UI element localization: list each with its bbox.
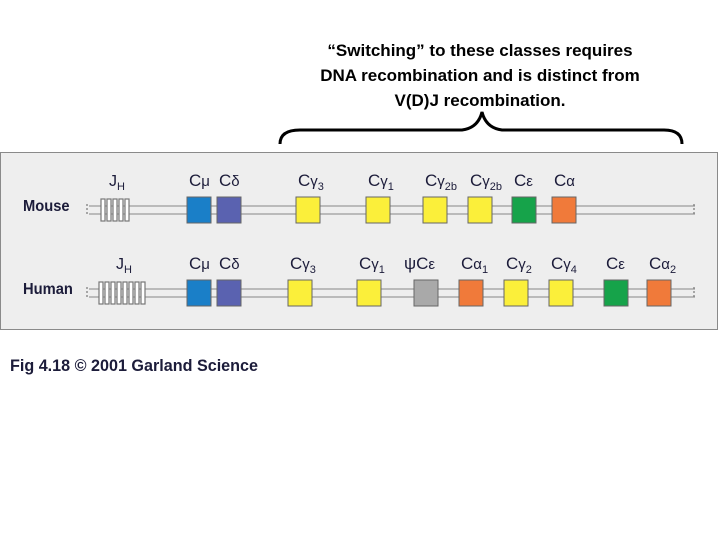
human-gene-box xyxy=(458,279,484,307)
jh-segment xyxy=(118,198,124,222)
human-gene-box xyxy=(216,279,242,307)
mouse-gene-label: Cε xyxy=(514,171,533,190)
human-gene-label: Cδ xyxy=(219,254,240,273)
mouse-locus: JH Cμ Cδ Cγ3 Cγ1 Cγ2b Cγ2b Cε Cα xyxy=(86,171,695,224)
mouse-gene-label: Cδ xyxy=(219,171,240,190)
human-row-label: Human xyxy=(23,281,73,298)
human-gene-box xyxy=(646,279,672,307)
human-gene-label: ψCε xyxy=(404,254,435,273)
jh-segment xyxy=(98,281,104,305)
mouse-gene-label: Cγ2b xyxy=(425,171,457,193)
mouse-gene-box xyxy=(422,196,448,224)
callout-line-1: “Switching” to these classes requires xyxy=(327,41,633,60)
jh-segment xyxy=(106,198,112,222)
human-gene-box xyxy=(287,279,313,307)
human-gene-box xyxy=(503,279,529,307)
jh-segment xyxy=(112,198,118,222)
mouse-gene-box xyxy=(186,196,212,224)
jh-segment xyxy=(110,281,116,305)
callout-text: “Switching” to these classes requires DN… xyxy=(280,38,680,113)
mouse-gene-box xyxy=(511,196,537,224)
human-gene-label: Cα1 xyxy=(461,254,488,276)
jh-segment xyxy=(128,281,134,305)
mouse-gene-label: Cα xyxy=(554,171,575,190)
human-jh-segments xyxy=(98,281,146,305)
human-gene-label: Cγ2 xyxy=(506,254,532,276)
human-locus: JH Cμ Cδ Cγ3 Cγ1 ψCε Cα1 Cγ2 Cγ4 Cε Cα2 xyxy=(86,254,695,307)
human-gene-box xyxy=(356,279,382,307)
jh-segment xyxy=(104,281,110,305)
mouse-gene-box xyxy=(216,196,242,224)
mouse-gene-box xyxy=(365,196,391,224)
mouse-gene-box xyxy=(551,196,577,224)
human-gene-label: Cα2 xyxy=(649,254,676,276)
human-gene-box xyxy=(548,279,574,307)
human-gene-box xyxy=(603,279,629,307)
mouse-jh-label: JH xyxy=(109,173,125,193)
callout-line-3: V(D)J recombination. xyxy=(394,91,566,110)
mouse-gene-label: Cγ1 xyxy=(368,171,394,193)
mouse-gene-box xyxy=(295,196,321,224)
human-gene-label: Cμ xyxy=(189,254,210,273)
mouse-jh-segments xyxy=(100,198,130,222)
human-gene-label: Cγ1 xyxy=(359,254,385,276)
mouse-gene-label: Cγ3 xyxy=(298,171,324,193)
jh-segment xyxy=(124,198,130,222)
human-gene-label: Cγ4 xyxy=(551,254,577,276)
jh-segment xyxy=(100,198,106,222)
callout-line-2: DNA recombination and is distinct from xyxy=(320,66,640,85)
mouse-gene-box xyxy=(467,196,493,224)
jh-segment xyxy=(140,281,146,305)
mouse-gene-label: Cγ2b xyxy=(470,171,502,193)
jh-segment xyxy=(134,281,140,305)
human-gene-box xyxy=(186,279,212,307)
human-gene-label: Cε xyxy=(606,254,625,273)
jh-segment xyxy=(122,281,128,305)
human-gene-label: Cγ3 xyxy=(290,254,316,276)
mouse-gene-label: Cμ xyxy=(189,171,210,190)
figure-caption: Fig 4.18 © 2001 Garland Science xyxy=(10,356,258,375)
human-gene-box xyxy=(413,279,439,307)
human-jh-label: JH xyxy=(116,256,132,276)
jh-segment xyxy=(116,281,122,305)
curly-brace xyxy=(278,111,684,145)
mouse-row-label: Mouse xyxy=(23,198,70,215)
